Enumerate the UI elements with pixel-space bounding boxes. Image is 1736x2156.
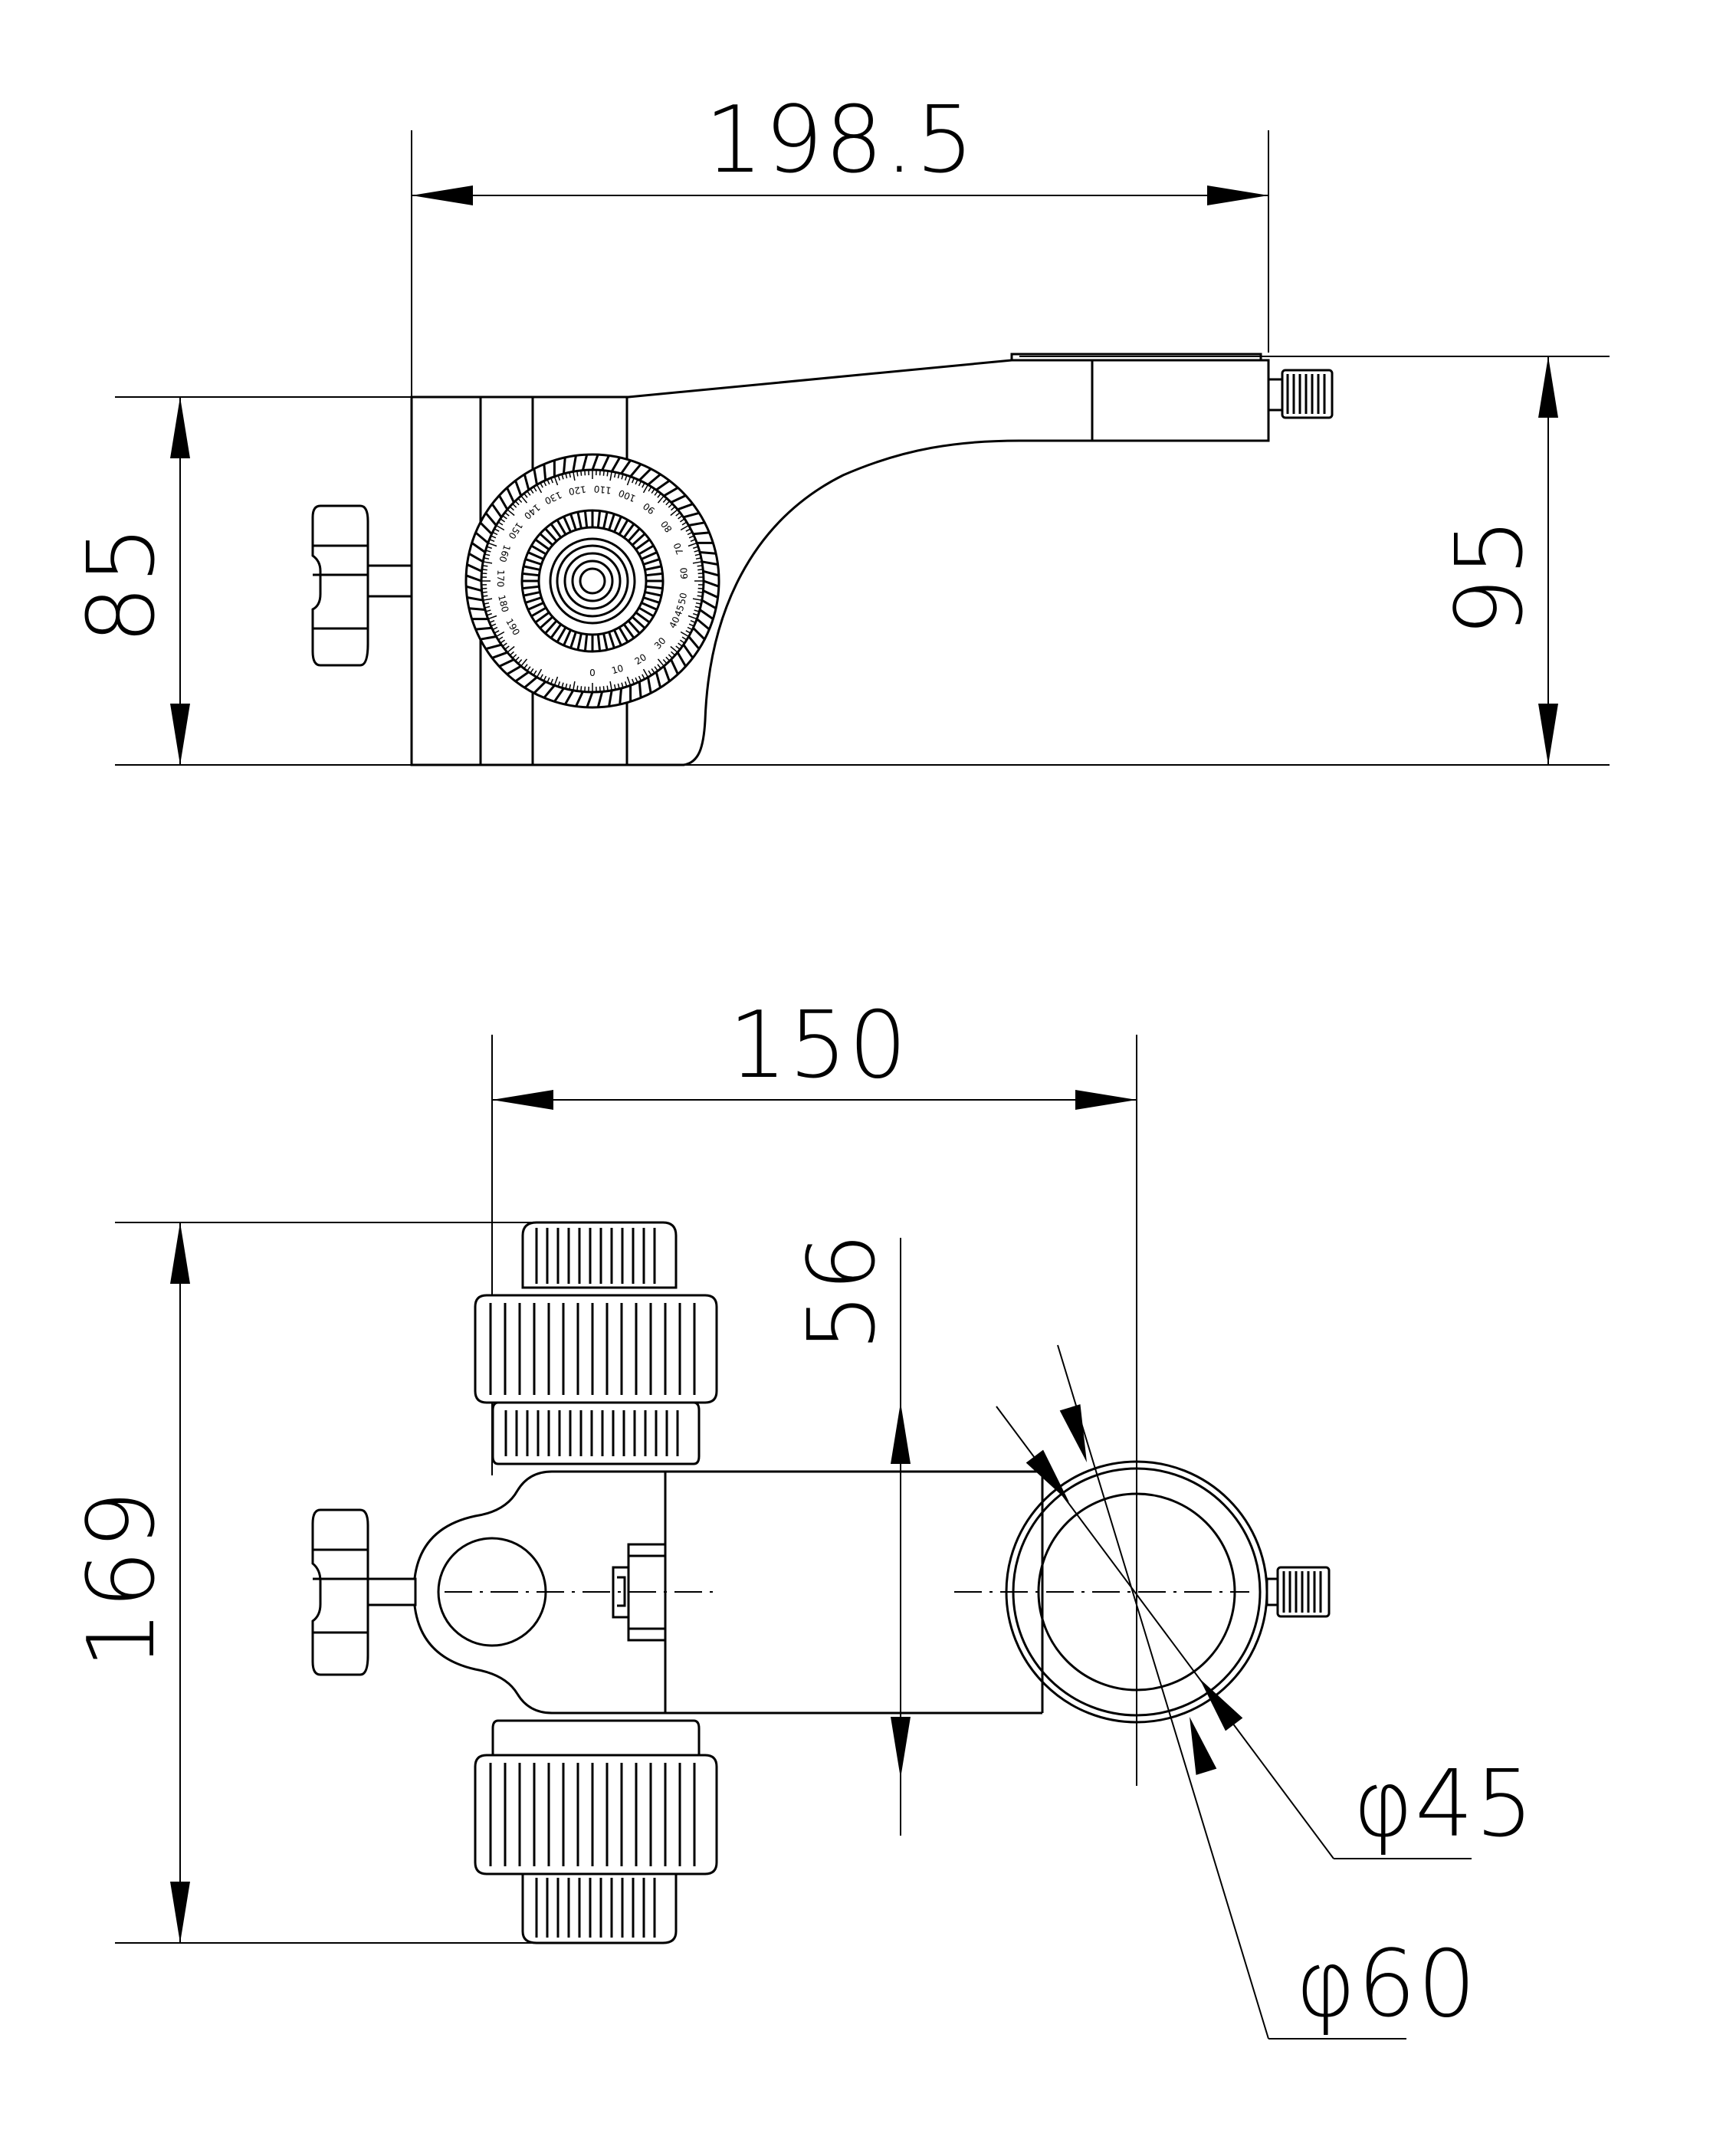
dial-label: 60 (678, 567, 690, 579)
knob-handle-icon (311, 504, 369, 667)
dial-label: 170 (495, 569, 507, 587)
dial-label: 180 (496, 594, 510, 614)
dim-text-198-5: 198.5 (704, 87, 976, 194)
top-arm (552, 1470, 1042, 1715)
dial-label: 160 (497, 543, 512, 563)
dial-label: 70 (671, 541, 685, 556)
side-right-screw (1267, 369, 1334, 419)
dial-knurl-icon (465, 454, 720, 708)
dim-text-169: 169 (69, 1488, 176, 1669)
top-right-screw (1265, 1566, 1331, 1618)
side-left-knob (311, 504, 413, 667)
dial-label: 20 (633, 651, 648, 667)
dial-label: 10 (610, 663, 625, 677)
top-ring-inner (1037, 1492, 1236, 1692)
dim-text-85: 85 (69, 524, 176, 645)
knob-handle-icon (311, 1508, 369, 1676)
dia-text-60: φ60 (1295, 1931, 1478, 2038)
top-view: 150 169 56 (69, 993, 1535, 2040)
top-lower-knob (474, 1719, 718, 1944)
dial-label: 50 (676, 592, 689, 605)
dial-label: 110 (593, 484, 612, 496)
side-clamp-lip (1010, 353, 1262, 360)
dial-label: 45 (672, 603, 686, 618)
top-left-knob (311, 1508, 417, 1676)
dial-label: 0 (589, 668, 596, 678)
dial-label: 40 (667, 615, 681, 630)
dim-text-150: 150 (728, 993, 908, 1099)
side-body (410, 359, 1270, 766)
dia-text-45: φ45 (1353, 1751, 1535, 1858)
dim-text-95: 95 (1437, 517, 1544, 637)
dia60-leader (1057, 1344, 1269, 2040)
dim-text-56: 56 (789, 1232, 896, 1352)
dial-label: 120 (568, 484, 587, 497)
top-upper-knob (474, 1221, 718, 1465)
